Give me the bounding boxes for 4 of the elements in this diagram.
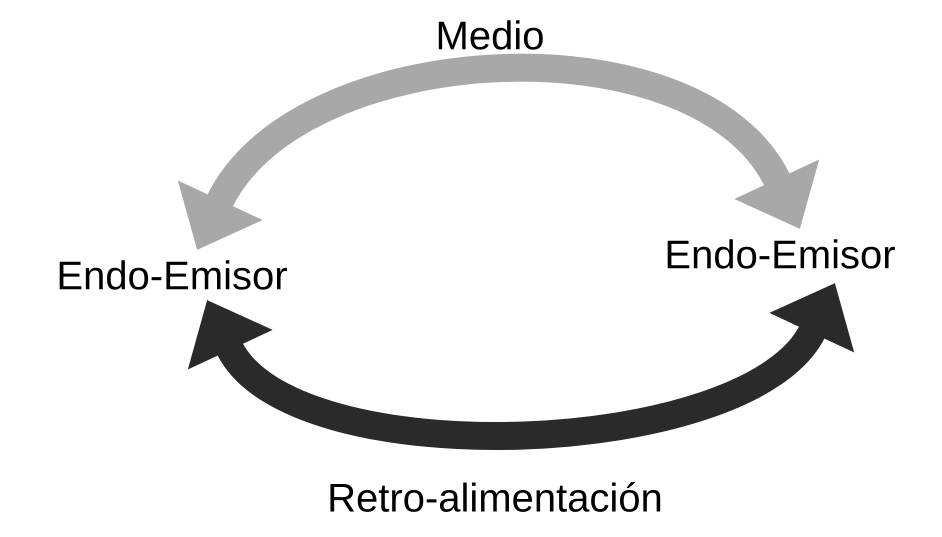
edge-label: Medio — [438, 20, 543, 50]
endpoint-label: Endo-Emisor — [668, 239, 895, 269]
endpoint-label: Endo-Emisor — [60, 260, 287, 290]
edge-label: Retro-alimentación — [330, 482, 660, 512]
